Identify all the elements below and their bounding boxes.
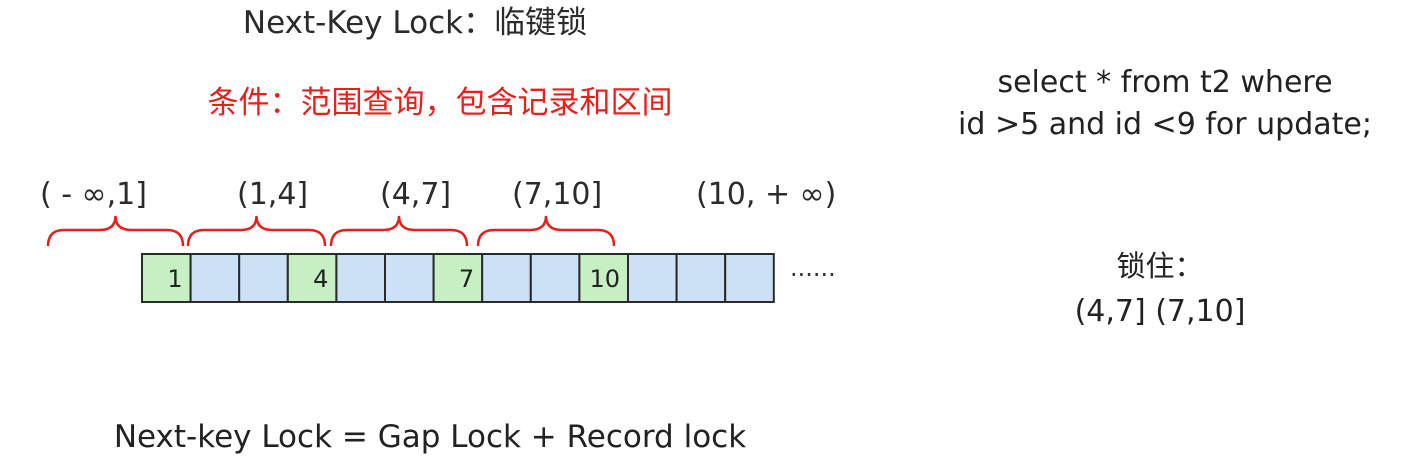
gap-cell: [335, 253, 386, 303]
diagram-title: Next-Key Lock：临键锁: [242, 5, 588, 41]
locked-ranges: (4,7] (7,10]: [1074, 294, 1246, 329]
interval-label-10-pos-inf: (10, + ∞): [696, 177, 837, 212]
record-cell: [286, 253, 338, 303]
interval-label-neg-inf-1: ( - ∞,1]: [40, 177, 147, 212]
cell-value: 10: [589, 265, 620, 293]
gap-cell: [189, 253, 241, 303]
ellipsis: ......: [790, 254, 836, 282]
cell-value: 1: [167, 265, 182, 293]
gap-cell: [384, 253, 435, 303]
interval-brace: [329, 215, 469, 247]
gap-cell: [481, 253, 532, 303]
sql-line-2: id >5 and id <9 for update;: [958, 107, 1372, 142]
interval-label-4-7: (4,7]: [380, 177, 452, 212]
gap-cell: [627, 253, 678, 303]
locked-label: 锁住：: [1116, 249, 1204, 283]
interval-label-7-10: (7,10]: [512, 177, 603, 212]
formula-text: Next-key Lock = Gap Lock + Record lock: [113, 419, 747, 455]
condition-text: 条件：范围查询，包含记录和区间: [207, 85, 673, 121]
gap-cell: [238, 253, 289, 303]
record-cell: [432, 253, 484, 303]
cell-row: 1 4 7 10: [141, 253, 775, 303]
gap-cell: [675, 253, 727, 303]
interval-brace: [186, 215, 327, 247]
gap-cell: [724, 253, 775, 303]
cell-value: 7: [459, 265, 474, 293]
record-cell: [141, 253, 192, 303]
interval-brace: [46, 215, 185, 247]
interval-brace: [476, 215, 616, 247]
cell-value: 4: [313, 265, 328, 293]
brace-group: [46, 215, 616, 247]
gap-cell: [529, 253, 581, 303]
interval-label-1-4: (1,4]: [237, 177, 309, 212]
sql-line-1: select * from t2 where: [997, 65, 1333, 100]
